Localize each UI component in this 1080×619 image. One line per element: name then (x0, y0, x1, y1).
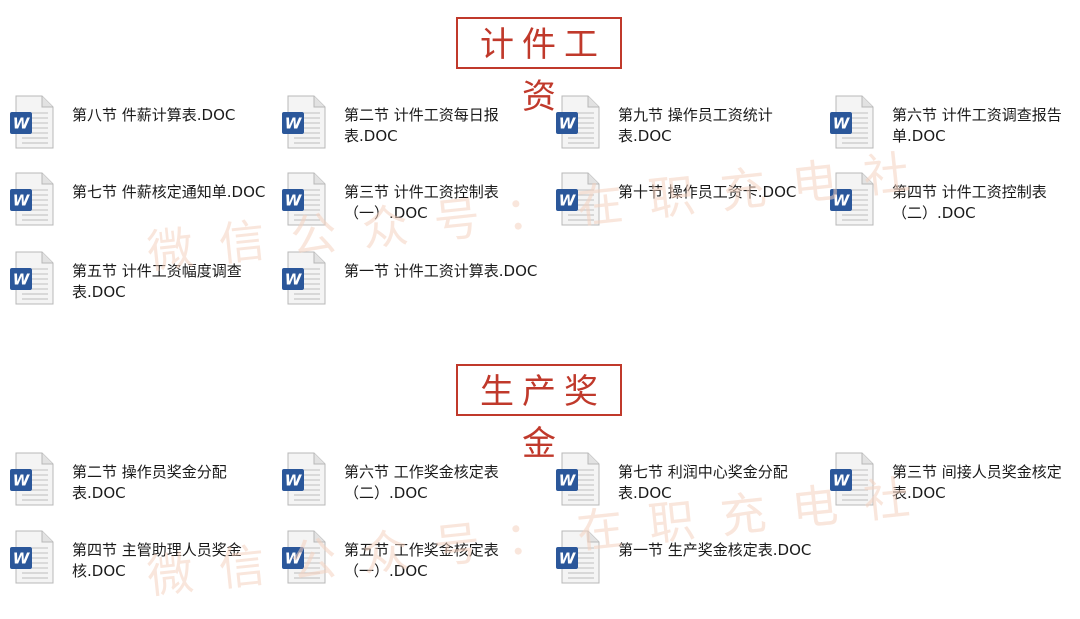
file-name: 第六节 工作奖金核定表（二）.DOC (344, 463, 499, 502)
file-name: 第二节 计件工资每日报表.DOC (344, 106, 499, 145)
file-item[interactable]: 第一节 计件工资计算表.DOC (282, 251, 552, 313)
file-item[interactable]: 第一节 生产奖金核定表.DOC (556, 530, 826, 592)
word-document-icon (10, 452, 54, 506)
word-document-icon (10, 530, 54, 584)
file-item[interactable]: 第四节 主管助理人员奖金核.DOC (10, 530, 280, 592)
word-document-icon (282, 530, 326, 584)
word-document-icon (830, 452, 874, 506)
word-document-icon (10, 95, 54, 149)
file-name: 第五节 工作奖金核定表（一）.DOC (344, 541, 499, 580)
section-title: 生产奖金 (456, 364, 622, 464)
word-document-icon (10, 172, 54, 226)
file-item[interactable]: 第六节 计件工资调查报告单.DOC (830, 95, 1080, 157)
word-document-icon (830, 172, 874, 226)
file-name: 第一节 计件工资计算表.DOC (344, 262, 538, 280)
file-item[interactable]: 第八节 件薪计算表.DOC (10, 95, 280, 157)
word-document-icon (282, 95, 326, 149)
file-name: 第五节 计件工资幅度调查表.DOC (72, 262, 242, 301)
file-name: 第二节 操作员奖金分配表.DOC (72, 463, 227, 502)
file-name: 第十节 操作员工资卡.DOC (618, 183, 797, 201)
file-name: 第六节 计件工资调查报告单.DOC (892, 106, 1062, 145)
file-item[interactable]: 第九节 操作员工资统计表.DOC (556, 95, 826, 157)
file-item[interactable]: 第五节 工作奖金核定表（一）.DOC (282, 530, 552, 592)
file-name: 第三节 计件工资控制表（一）.DOC (344, 183, 499, 222)
file-item[interactable]: 第二节 计件工资每日报表.DOC (282, 95, 552, 157)
word-document-icon (830, 95, 874, 149)
file-name: 第四节 主管助理人员奖金核.DOC (72, 541, 242, 580)
file-name: 第三节 间接人员奖金核定表.DOC (892, 463, 1062, 502)
file-name: 第七节 件薪核定通知单.DOC (72, 183, 266, 201)
file-item[interactable]: 第十节 操作员工资卡.DOC (556, 172, 826, 234)
word-document-icon (556, 452, 600, 506)
file-item[interactable]: 第七节 利润中心奖金分配表.DOC (556, 452, 826, 514)
word-document-icon (556, 530, 600, 584)
word-document-icon (282, 452, 326, 506)
file-item[interactable]: 第五节 计件工资幅度调查表.DOC (10, 251, 280, 313)
word-document-icon (556, 95, 600, 149)
word-document-icon (10, 251, 54, 305)
file-name: 第九节 操作员工资统计表.DOC (618, 106, 773, 145)
word-document-icon (556, 172, 600, 226)
word-document-icon (282, 172, 326, 226)
file-item[interactable]: 第七节 件薪核定通知单.DOC (10, 172, 280, 234)
file-item[interactable]: 第六节 工作奖金核定表（二）.DOC (282, 452, 552, 514)
file-item[interactable]: 第三节 计件工资控制表（一）.DOC (282, 172, 552, 234)
file-item[interactable]: 第四节 计件工资控制表（二）.DOC (830, 172, 1080, 234)
file-item[interactable]: 第三节 间接人员奖金核定表.DOC (830, 452, 1080, 514)
file-name: 第八节 件薪计算表.DOC (72, 106, 236, 124)
word-document-icon (282, 251, 326, 305)
file-name: 第四节 计件工资控制表（二）.DOC (892, 183, 1047, 222)
file-name: 第七节 利润中心奖金分配表.DOC (618, 463, 788, 502)
file-item[interactable]: 第二节 操作员奖金分配表.DOC (10, 452, 280, 514)
file-name: 第一节 生产奖金核定表.DOC (618, 541, 812, 559)
section-title: 计件工资 (456, 17, 622, 117)
